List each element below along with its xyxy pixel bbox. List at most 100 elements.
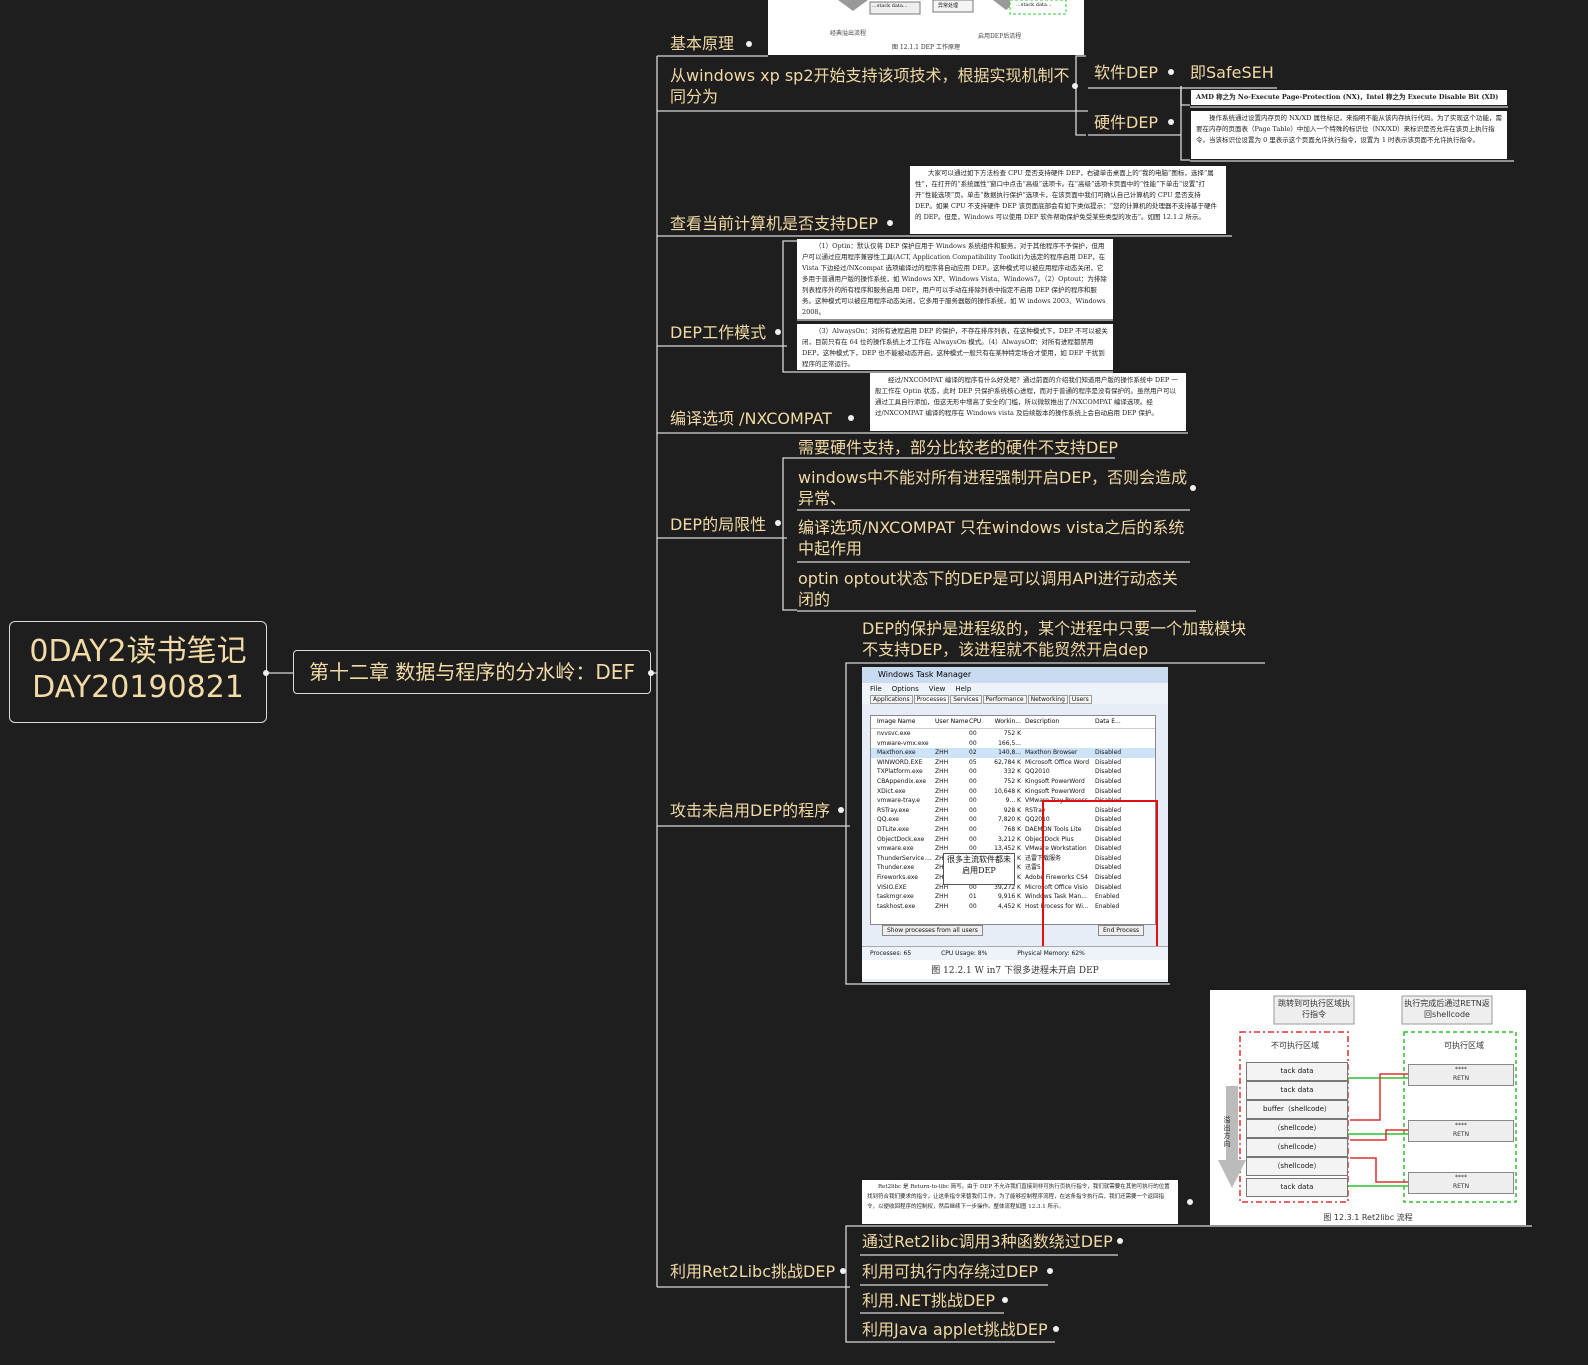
ret2libc-drawing	[1218, 995, 1517, 1203]
hardware-dep-text-2: 操作系统通过设置内存页的 NX/XD 属性标记，来指明不能从该内存执行代码。为了…	[1196, 114, 1502, 144]
tm-tab-services: Services	[950, 695, 982, 704]
tm-cell: QQ2010	[1025, 816, 1050, 824]
ret2libc-item-4[interactable]: 利用Java applet挑战DEP	[862, 1320, 1048, 1339]
tm-cell: 10,648 K	[994, 787, 1021, 795]
tm-header-row: Image Name User Name CPU Workin... Descr…	[871, 716, 1155, 729]
tm-tab-networking: Networking	[1027, 695, 1068, 704]
tm-menu-view: View	[928, 685, 946, 693]
branch-support[interactable]: 从windows xp sp2开始支持该项技术，根据实现机制不同分为	[670, 66, 1070, 106]
root-collapse-dot[interactable]	[263, 670, 269, 676]
branch-dep-modes-dot[interactable]	[775, 329, 781, 335]
ret2libc-item-4-dot[interactable]	[1053, 1326, 1059, 1332]
ret2libc-item-2-dot[interactable]	[1047, 1268, 1053, 1274]
tm-cell: Maxthon.exe	[877, 749, 916, 757]
tm-cell: Maxthon Browser	[1025, 749, 1078, 757]
tm-cell: Enabled	[1095, 902, 1120, 910]
tm-cell: ZHH	[935, 806, 949, 814]
tm-cell: ZHH	[935, 854, 949, 862]
ret2libc-item-3-dot[interactable]	[1002, 1297, 1008, 1303]
limits-item-2[interactable]: windows中不能对所有进程强制开启DEP，否则会造成异常、	[798, 468, 1188, 508]
tm-titlebar: Windows Task Manager	[862, 667, 1168, 683]
tm-callout-note: 很多主流软件都未启用DEP	[943, 853, 1015, 885]
tm-cell	[1025, 739, 1095, 749]
branch-check-dep-dot[interactable]	[887, 220, 893, 226]
hardware-dep-text-1: AMD 称之为 No-Execute Page-Protection (NX)，…	[1196, 93, 1499, 101]
ret2libc-text-dot[interactable]	[1187, 1199, 1193, 1205]
dep-modes-text-2: （3）AlwaysOn：对所有进程启用 DEP 的保护，不存在排序列表，在这种模…	[802, 327, 1108, 368]
branch-principle-dot[interactable]	[746, 41, 752, 47]
branch-dep-modes[interactable]: DEP工作模式	[670, 323, 767, 342]
principle-label-2: 异常处理	[938, 3, 959, 9]
branch-limits[interactable]: DEP的局限性	[670, 515, 767, 534]
ret2libc-item-2[interactable]: 利用可执行内存绕过DEP	[862, 1262, 1039, 1281]
branch-attack[interactable]: 攻击未启用DEP的程序	[670, 801, 831, 820]
tm-cell: ZHH	[935, 883, 949, 891]
chapter-collapse-dot[interactable]	[648, 670, 654, 676]
tm-caption: 图 12.2.1 W in7 下很多进程未开启 DEP	[862, 960, 1168, 979]
branch-support-dot[interactable]	[1072, 83, 1078, 89]
ret2libc-text: Ret2libc 是 Return-to-libc 简写。由于 DEP 不允许我…	[867, 1184, 1170, 1210]
branch-ret2libc-dot[interactable]	[840, 1268, 846, 1274]
tm-cell: Disabled	[1095, 835, 1122, 843]
limits-item-1[interactable]: 需要硬件支持，部分比较老的硬件不支持DEP	[798, 438, 1119, 457]
principle-label-3: ...stack data...	[1016, 2, 1052, 8]
node-hardware-dep[interactable]: 硬件DEP	[1094, 113, 1159, 132]
ret2libc-cell-7: tack data	[1246, 1178, 1348, 1197]
ret2libc-item-3[interactable]: 利用.NET挑战DEP	[862, 1291, 996, 1310]
limits-item-3[interactable]: 编译选项/NXCOMPAT 只在windows vista之后的系统中起作用	[798, 518, 1185, 558]
tm-cell: ObjectDock.exe	[877, 835, 925, 843]
principle-caption: 图 12.1.1 DEP 工作原理	[891, 44, 961, 51]
tm-cell: Disabled	[1095, 845, 1122, 853]
tm-cell: 62,784 K	[994, 758, 1021, 766]
tm-cell: 00	[969, 825, 977, 833]
ret2libc-item-1-dot[interactable]	[1117, 1238, 1123, 1244]
tm-cell: ObjectDock Plus	[1025, 835, 1074, 843]
tm-cell: RSTray.exe	[877, 806, 910, 814]
ret2libc-item-1[interactable]: 通过Ret2libc调用3种函数绕过DEP	[862, 1232, 1113, 1251]
branch-nxcompat-dot[interactable]	[848, 415, 854, 421]
limits-item-4[interactable]: optin optout状态下的DEP是可以调用API进行动态关闭的	[798, 569, 1178, 609]
tm-col-dep: Data E...	[1095, 718, 1121, 725]
tm-cell	[935, 739, 969, 749]
principle-figure-image: ...stack data... 异常处理 ...stack data... 经…	[768, 0, 1084, 55]
tm-cell: VMware Workstation	[1025, 845, 1087, 853]
tm-cell: 00	[969, 902, 977, 910]
tm-cell: Disabled	[1095, 854, 1122, 862]
tm-tab-performance: Performance	[982, 695, 1027, 704]
chapter-topic[interactable]: 第十二章 数据与程序的分水岭：DEF	[293, 650, 651, 694]
tm-cell: 01	[969, 893, 977, 901]
branch-nxcompat[interactable]: 编译选项 /NXCOMPAT	[670, 409, 832, 428]
root-topic[interactable]: 0DAY2读书笔记 DAY20190821	[9, 621, 267, 723]
branch-limits-dot[interactable]	[775, 520, 781, 526]
tm-cell	[1025, 729, 1095, 739]
tm-cell: Disabled	[1095, 864, 1122, 872]
limits-item-2-dot[interactable]	[1190, 485, 1196, 491]
node-software-dep-dot[interactable]	[1168, 69, 1174, 75]
tm-cell: CBAppendix.exe	[877, 777, 927, 785]
ret2libc-retn-2: RETN	[1452, 1131, 1470, 1138]
tm-cell: ZHH	[935, 749, 949, 757]
node-software-dep[interactable]: 软件DEP	[1094, 63, 1159, 82]
node-safeseh[interactable]: 即SafeSEH	[1190, 63, 1274, 82]
tm-cell: Kingsoft PowerWord	[1025, 787, 1085, 795]
branch-attack-dot[interactable]	[838, 807, 844, 813]
tm-cell: ZHH	[935, 835, 949, 843]
branch-ret2libc[interactable]: 利用Ret2Libc挑战DEP	[670, 1262, 836, 1281]
attack-note[interactable]: DEP的保护是进程级的，某个进程中只要一个加载模块不支持DEP，该进程就不能贸然…	[862, 619, 1247, 659]
tm-cell: taskhost.exe	[877, 902, 916, 910]
branch-check-dep[interactable]: 查看当前计算机是否支持DEP	[670, 214, 879, 233]
branch-principle[interactable]: 基本原理	[670, 34, 735, 53]
tm-col-cpu: CPU	[969, 718, 982, 725]
tm-menu-help: Help	[955, 685, 972, 693]
ret2libc-cell-2: tack data	[1246, 1081, 1348, 1100]
tm-col-working: Workin...	[994, 718, 1021, 725]
tm-cell: Disabled	[1095, 816, 1122, 824]
node-hardware-dep-dot[interactable]	[1168, 119, 1174, 125]
check-dep-text: 大家可以通过如下方法检查 CPU 是否支持硬件 DEP，右键单击桌面上的“我的电…	[915, 169, 1217, 221]
dep-modes-image-2: （3）AlwaysOn：对所有进程启用 DEP 的保护，不存在排序列表，在这种模…	[797, 324, 1113, 370]
